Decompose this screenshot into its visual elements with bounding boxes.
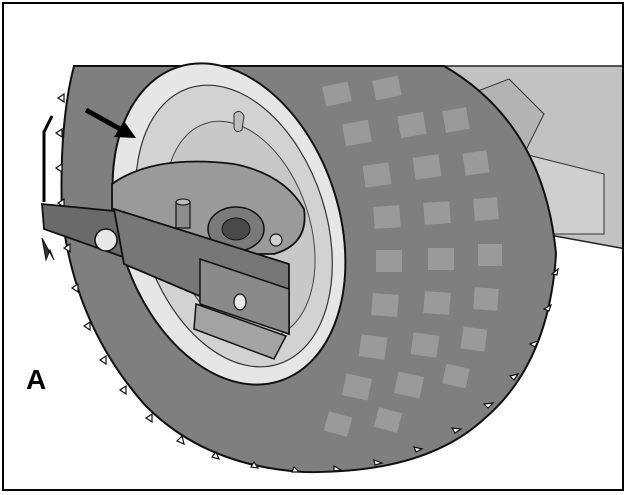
figure-frame: A [2,2,624,491]
mounting-bracket [41,202,290,360]
tread-notches [54,92,559,473]
arrow-icon [84,107,136,138]
reference-marker [41,115,55,262]
panel-label: A [26,364,47,395]
tread-blocks [322,75,502,437]
wheel-illustration [41,62,622,474]
